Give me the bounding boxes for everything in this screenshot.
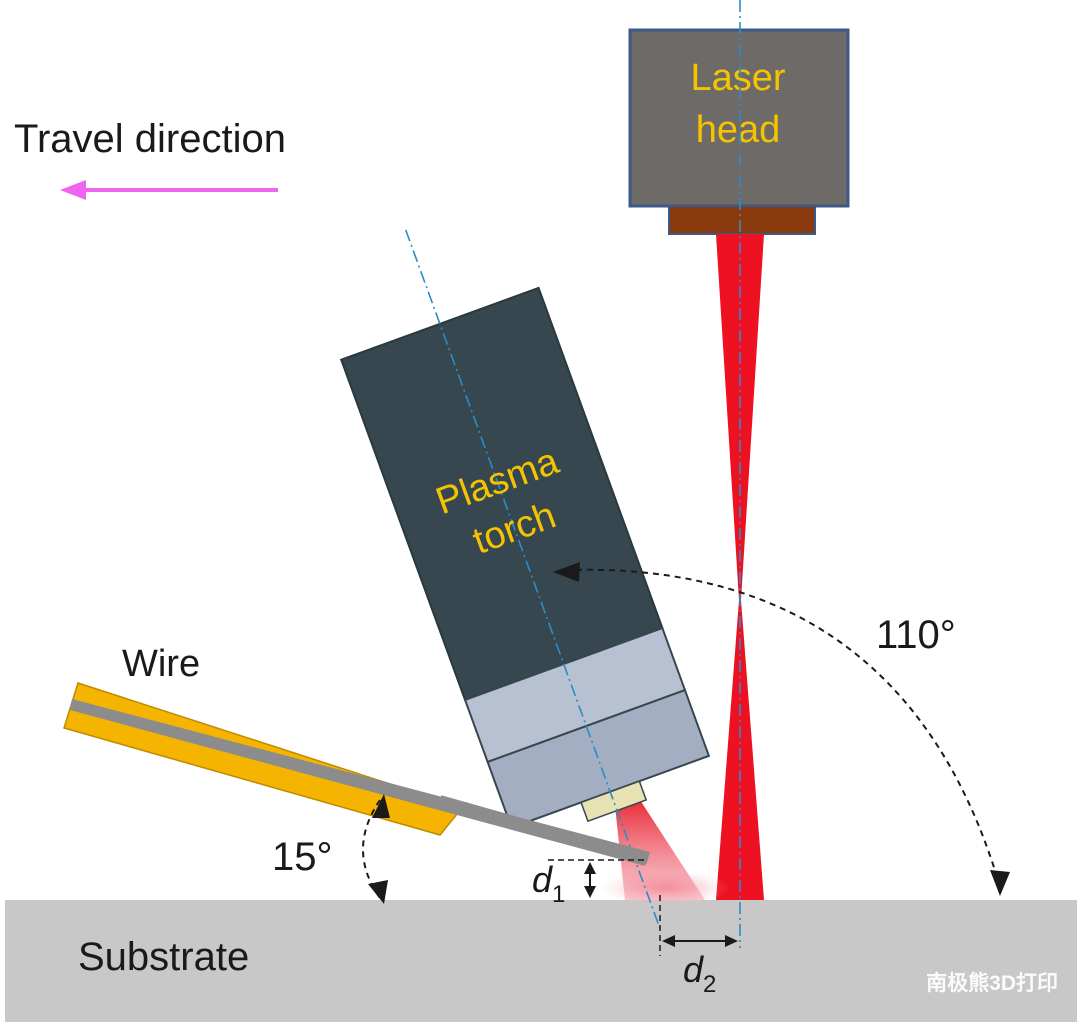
d1-label-main: d	[532, 859, 553, 900]
wire-core-line	[438, 795, 650, 864]
angle-15-arrowhead-top	[372, 794, 390, 818]
laser-head-label-line2: head	[696, 109, 781, 151]
plasma-arc	[615, 800, 705, 900]
travel-direction-label: Travel direction	[14, 117, 286, 161]
substrate-label: Substrate	[78, 935, 249, 979]
d2-label: d2	[683, 949, 716, 998]
watermark-text: 南极熊3D打印	[926, 971, 1058, 995]
d1-arrowhead-top	[584, 862, 596, 874]
d1-label: d1	[532, 859, 565, 908]
laser-head-label-line1: Laser	[690, 57, 785, 99]
d2-arrowhead-right	[725, 935, 738, 947]
substrate-block	[5, 900, 1077, 1022]
angle-15-label: 15°	[272, 835, 333, 879]
travel-direction-arrow-head	[60, 180, 86, 200]
d2-label-subscript: 2	[703, 971, 716, 998]
d1-label-subscript: 1	[552, 881, 565, 908]
wire-label: Wire	[122, 643, 200, 685]
wire-core	[70, 699, 650, 866]
angle-110-arrowhead-left	[553, 562, 580, 582]
angle-15-arrowhead-bottom	[368, 880, 388, 904]
laser-head-nozzle	[668, 205, 816, 235]
angle-110-arc	[564, 568, 999, 881]
d2-label-main: d	[683, 949, 704, 990]
d1-arrowhead-bottom	[584, 886, 596, 898]
d2-arrowhead-left	[662, 935, 675, 947]
plasma-torch: Plasma torch	[339, 229, 711, 934]
laser-head-body	[628, 28, 850, 208]
angle-110-arrowhead-bottom	[990, 870, 1010, 896]
torch-axis-line	[404, 229, 663, 934]
angle-110-label: 110°	[876, 613, 956, 657]
